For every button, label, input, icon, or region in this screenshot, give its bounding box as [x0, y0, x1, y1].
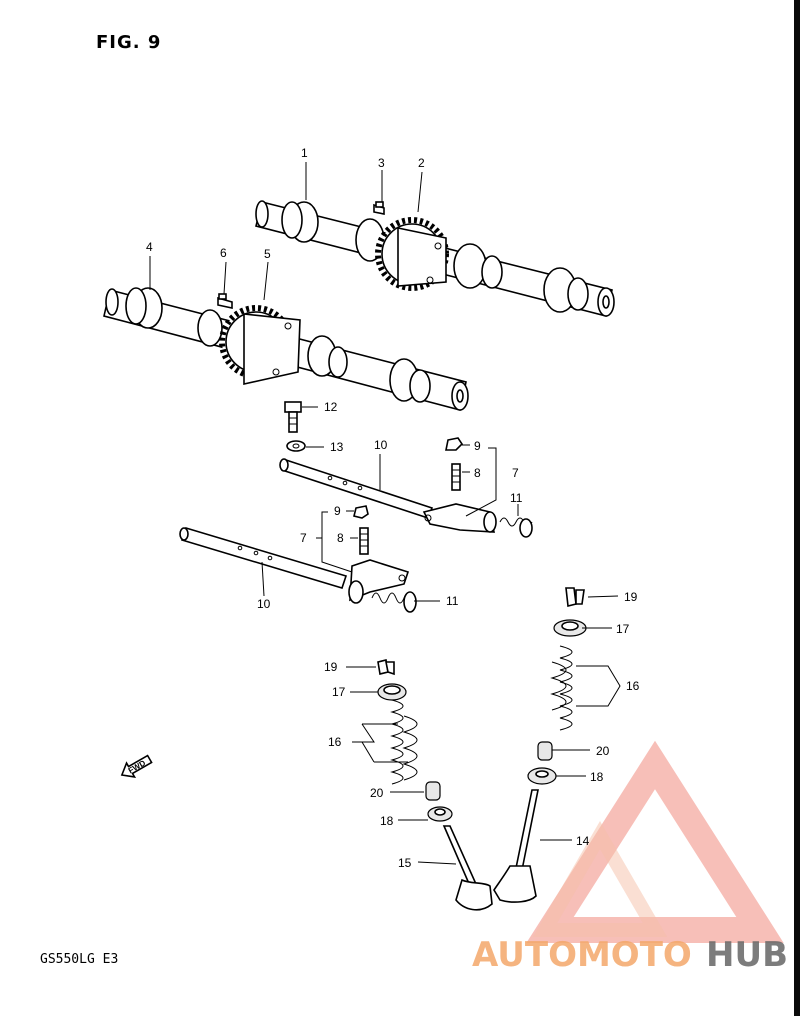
spring-retainer-right — [553, 619, 587, 637]
callout-19-right: 19 — [624, 590, 638, 604]
watermark-text: AUTOMOTO HUB — [472, 935, 788, 975]
figure-title: FIG. 9 — [96, 32, 162, 53]
callout-16-left: 16 — [328, 735, 342, 749]
callout-6: 6 — [220, 246, 227, 260]
callout-16-right: 16 — [626, 679, 640, 693]
callout-12: 12 — [324, 400, 338, 414]
callout-20-right: 20 — [596, 744, 610, 758]
front-direction-arrow — [120, 754, 153, 778]
callout-17-left: 17 — [332, 685, 346, 699]
valve-stem-seal-right — [537, 741, 553, 761]
callout-13: 13 — [330, 440, 344, 454]
watermark-brand-part2: HUB — [706, 935, 788, 975]
bolt-washer — [286, 440, 306, 452]
callout-1: 1 — [301, 146, 308, 160]
rocker-shaft-lower — [179, 527, 348, 589]
valve-springs-left — [390, 699, 418, 785]
callout-4: 4 — [146, 240, 153, 254]
leader-lines — [149, 162, 621, 865]
valve-stem-seal-left — [425, 781, 441, 801]
spring-retainer-left — [377, 683, 407, 701]
exhaust-valve-14 — [493, 789, 539, 903]
rocker-nut-9b — [353, 505, 369, 519]
callout-8-upper: 8 — [474, 466, 481, 480]
rocker-arm-lower — [348, 559, 410, 604]
callout-5: 5 — [264, 247, 271, 261]
callout-8-lower: 8 — [337, 531, 344, 545]
callout-18-right: 18 — [590, 770, 604, 784]
rocker-spring-11b — [371, 591, 417, 613]
valve-cotters-left — [377, 659, 395, 676]
callout-18-left: 18 — [380, 814, 394, 828]
spring-seat-right — [527, 767, 557, 785]
callout-15: 15 — [398, 856, 412, 870]
callout-10-lower: 10 — [257, 597, 271, 611]
callout-9-upper: 9 — [474, 439, 481, 453]
spring-seat-left — [427, 806, 453, 822]
sprocket-bolt-6 — [217, 293, 233, 309]
watermark-logo — [526, 740, 784, 943]
callout-19-left: 19 — [324, 660, 338, 674]
callout-3: 3 — [378, 156, 385, 170]
page-edge — [794, 0, 800, 1016]
rocker-shaft-bolt — [284, 401, 302, 433]
callout-11-upper: 11 — [510, 491, 523, 505]
valve-springs-right — [550, 645, 573, 731]
callout-11-lower: 11 — [446, 594, 459, 608]
sprocket-bolt-3 — [373, 201, 385, 215]
rocker-arm-upper — [422, 503, 497, 533]
callout-2: 2 — [418, 156, 425, 170]
intake-cam-sprocket — [219, 305, 301, 385]
valve-cotters-right — [565, 587, 585, 607]
intake-valve-15 — [442, 825, 493, 911]
model-code: GS550LG E3 — [40, 952, 119, 967]
callout-17-right: 17 — [616, 622, 630, 636]
adjusting-screw-8a — [451, 463, 461, 491]
rocker-nut-9a — [445, 437, 464, 451]
exhaust-cam-sprocket — [375, 217, 449, 291]
callout-14: 14 — [576, 834, 590, 848]
callout-7-lower: 7 — [300, 531, 307, 545]
adjusting-screw-8b — [359, 527, 369, 555]
watermark-brand-part1: AUTOMOTO — [472, 935, 692, 975]
callout-20-left: 20 — [370, 786, 384, 800]
callout-9-lower: 9 — [334, 504, 341, 518]
callout-7-upper: 7 — [512, 466, 519, 480]
rocker-spring-11a — [499, 517, 533, 538]
callout-10-upper: 10 — [374, 438, 388, 452]
